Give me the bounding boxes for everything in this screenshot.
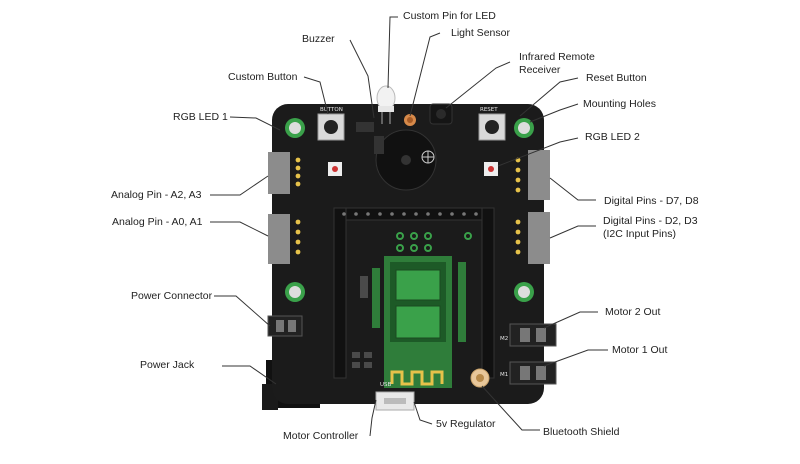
bluetooth-shield-pad [470,368,490,388]
label-5v-regulator: 5v Regulator [436,418,496,430]
rgb-led-2 [484,162,498,176]
label-digital-d2-d3-line1: Digital Pins - D2, D3 [603,215,698,227]
analog-a0-a1-connector [268,214,301,264]
label-custom-button: Custom Button [228,71,298,83]
power-connector [267,315,303,337]
green-header-strips [372,262,466,342]
label-digital-d7-d8: Digital Pins - D7, D8 [604,195,699,207]
label-motor-1-out: Motor 1 Out [612,344,668,356]
silk-usb-label: USB [380,382,392,388]
light-sensor [404,114,416,126]
label-analog-a0-a1: Analog Pin - A0, A1 [112,216,203,228]
label-motor-2-out: Motor 2 Out [605,306,661,318]
label-motor-controller: Motor Controller [283,430,359,442]
callout-lines [210,16,608,437]
label-rgb-led-1: RGB LED 1 [173,111,228,123]
label-analog-a2-a3: Analog Pin - A2, A3 [111,189,202,201]
digital-d7-d8-connector [515,150,550,200]
custom-led [376,85,396,124]
label-light-sensor: Light Sensor [451,27,510,39]
silk-m1-label: M1 [500,372,508,378]
usb-port [375,391,415,411]
silk-m2-label: M2 [500,336,508,342]
label-bluetooth-shield: Bluetooth Shield [543,426,620,438]
label-ir-receiver-line1: Infrared Remote [519,51,595,63]
analog-a2-a3-connector [268,152,301,194]
rgb-led-1 [328,162,342,176]
motor-1-connector [509,361,557,385]
buzzer [375,129,437,191]
icsp-pins [396,232,472,252]
label-power-connector: Power Connector [131,290,213,302]
silk-button-label: BUTTON [320,107,343,113]
label-custom-pin-led: Custom Pin for LED [403,10,496,22]
bluetooth-module [384,256,452,388]
label-power-jack: Power Jack [140,359,195,371]
custom-button [317,113,345,141]
label-ir-receiver-line2: Receiver [519,64,561,76]
label-buzzer: Buzzer [302,33,335,45]
label-reset-button: Reset Button [586,72,647,84]
arduino-header [333,207,495,379]
mounting-holes [285,118,534,302]
ir-receiver [429,103,453,125]
digital-d2-d3-connector [515,212,550,264]
label-rgb-led-2: RGB LED 2 [585,131,640,143]
label-mounting-holes: Mounting Holes [583,98,656,110]
silk-reset-label: RESET [480,107,498,113]
motor-2-connector [509,323,557,347]
reset-button [478,113,506,141]
label-digital-d2-d3-line2: (I2C Input Pins) [603,228,676,240]
